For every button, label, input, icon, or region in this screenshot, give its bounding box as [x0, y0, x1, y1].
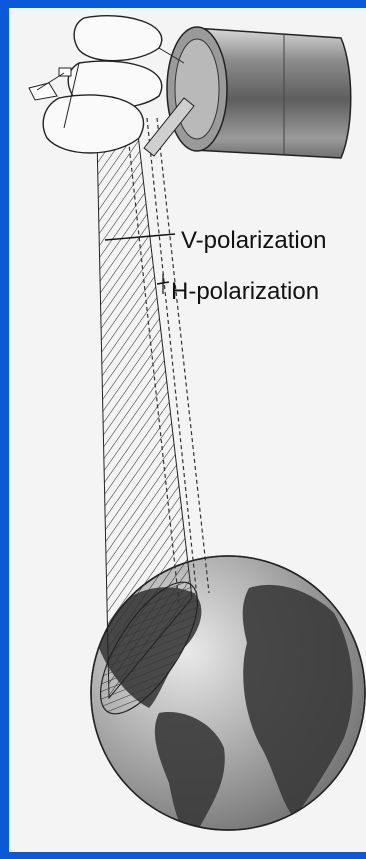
satellite-diagram: [9, 8, 366, 852]
v-polarization-label: V-polarization: [181, 229, 326, 253]
diagram-panel: V-polarization H-polarization: [9, 8, 366, 852]
satellite: [29, 16, 351, 158]
h-polarization-label: H-polarization: [171, 280, 319, 304]
